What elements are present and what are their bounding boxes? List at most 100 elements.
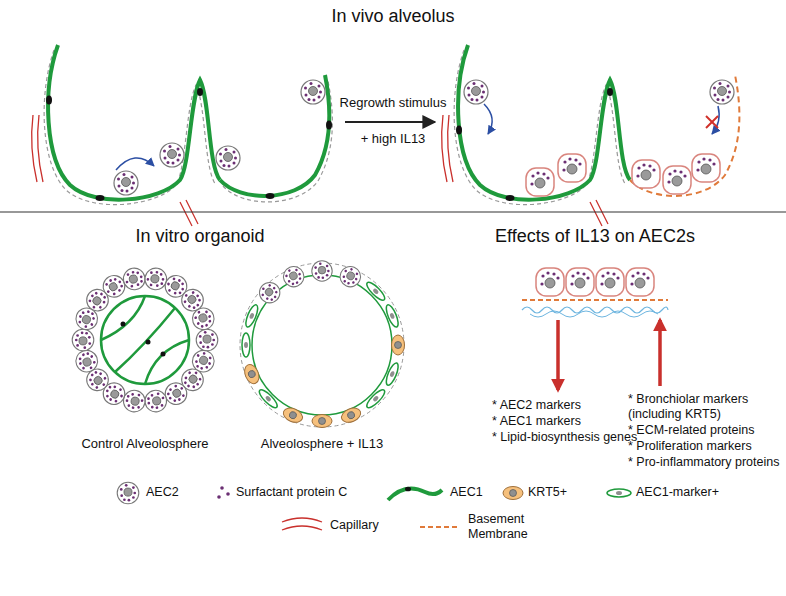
circle-shape [161,352,166,357]
path-shape [38,115,43,182]
use-shape [143,389,168,414]
panel-title: In vivo alveolus [331,6,454,28]
use-shape [257,387,280,410]
use-shape [243,303,260,328]
circle-shape [252,275,392,415]
use-shape [72,329,94,351]
path-shape [388,488,442,500]
use-shape [364,280,387,303]
use-shape [122,266,147,291]
use-shape [122,389,147,414]
use-shape [281,405,304,425]
use-shape [242,362,262,385]
il13-alveolosphere [240,261,405,428]
use-shape [301,80,325,104]
arrow-label: + high IL13 [361,131,426,147]
circle-shape [101,296,189,384]
use-shape [632,160,660,188]
alveolus-before [32,45,333,226]
use-shape [280,263,307,290]
use-shape [114,171,138,195]
circle-shape [217,495,221,499]
use-shape [216,146,240,170]
ellipse-shape [506,195,515,201]
use-shape [536,268,564,296]
list-item: * Proliferation markers [628,439,752,454]
legend-text: Basement Membrane [468,512,538,542]
path-shape [115,308,175,372]
circle-shape [226,492,230,496]
path-shape [522,299,668,301]
use-shape [312,415,332,428]
ellipse-shape [266,193,275,199]
list-item: * Pro-inflammatory proteins [628,455,779,470]
use-shape [339,405,362,425]
panel-title: In vitro organoid [135,226,264,248]
use-shape [384,361,401,386]
line-shape [658,320,662,386]
legend-text: Capillary [330,518,379,533]
use-shape [607,489,631,497]
figure-caption: Alveolosphere + IL13 [261,436,384,452]
use-shape [117,482,139,504]
use-shape [189,305,217,333]
circle-shape [121,322,126,327]
ellipse-shape [46,96,52,105]
path-shape [32,115,37,182]
use-shape [458,45,630,200]
use-shape [566,268,594,296]
use-shape [663,166,691,194]
use-shape [160,143,184,167]
ellipse-shape [326,121,332,130]
use-shape [692,154,720,182]
use-shape [384,303,401,328]
use-shape [558,154,586,182]
line-shape [556,320,560,390]
divider-line [0,211,786,212]
use-shape [503,487,523,500]
control-alveolosphere [72,266,218,413]
path-shape [116,158,154,170]
use-shape [630,75,739,196]
circle-shape [146,340,151,345]
line-shape [706,116,718,128]
regrowth-arrow [345,121,435,123]
path-shape [442,115,447,182]
use-shape [596,268,624,296]
use-shape [143,266,168,291]
path-shape [282,518,322,522]
path-shape [180,202,192,226]
effects-illustration [522,268,668,390]
legend-text: AEC1 [450,485,483,500]
ellipse-shape [405,487,411,492]
list-item: * Lipid-biosynthesis genes [492,430,637,445]
arrow-label: Regrowth stimulus [340,95,447,111]
panel-title: Effects of IL13 on AEC2s [495,226,695,248]
use-shape [526,168,554,196]
path-shape [282,526,322,530]
legend-text: KRT5+ [528,485,567,500]
path-shape [530,311,658,317]
line-shape [706,116,718,128]
use-shape [710,80,734,104]
use-shape [223,81,332,202]
use-shape [48,45,220,200]
legend-text: Surfactant protein C [236,485,347,500]
path-shape [484,104,492,134]
ellipse-shape [197,88,203,96]
use-shape [220,75,329,196]
use-shape [626,268,654,296]
alveolus-after [442,45,740,226]
use-shape [364,387,387,410]
list-item: * AEC1 markers [492,414,581,429]
list-item: * Bronchiolar markers (including KRT5) [628,392,760,422]
legend-text: AEC1-marker+ [636,485,719,500]
circle-shape [220,486,224,490]
ellipse-shape [456,126,462,135]
ellipse-shape [607,88,613,96]
list-item: * AEC2 markers [492,398,581,413]
use-shape [196,329,218,351]
use-shape [392,335,405,355]
